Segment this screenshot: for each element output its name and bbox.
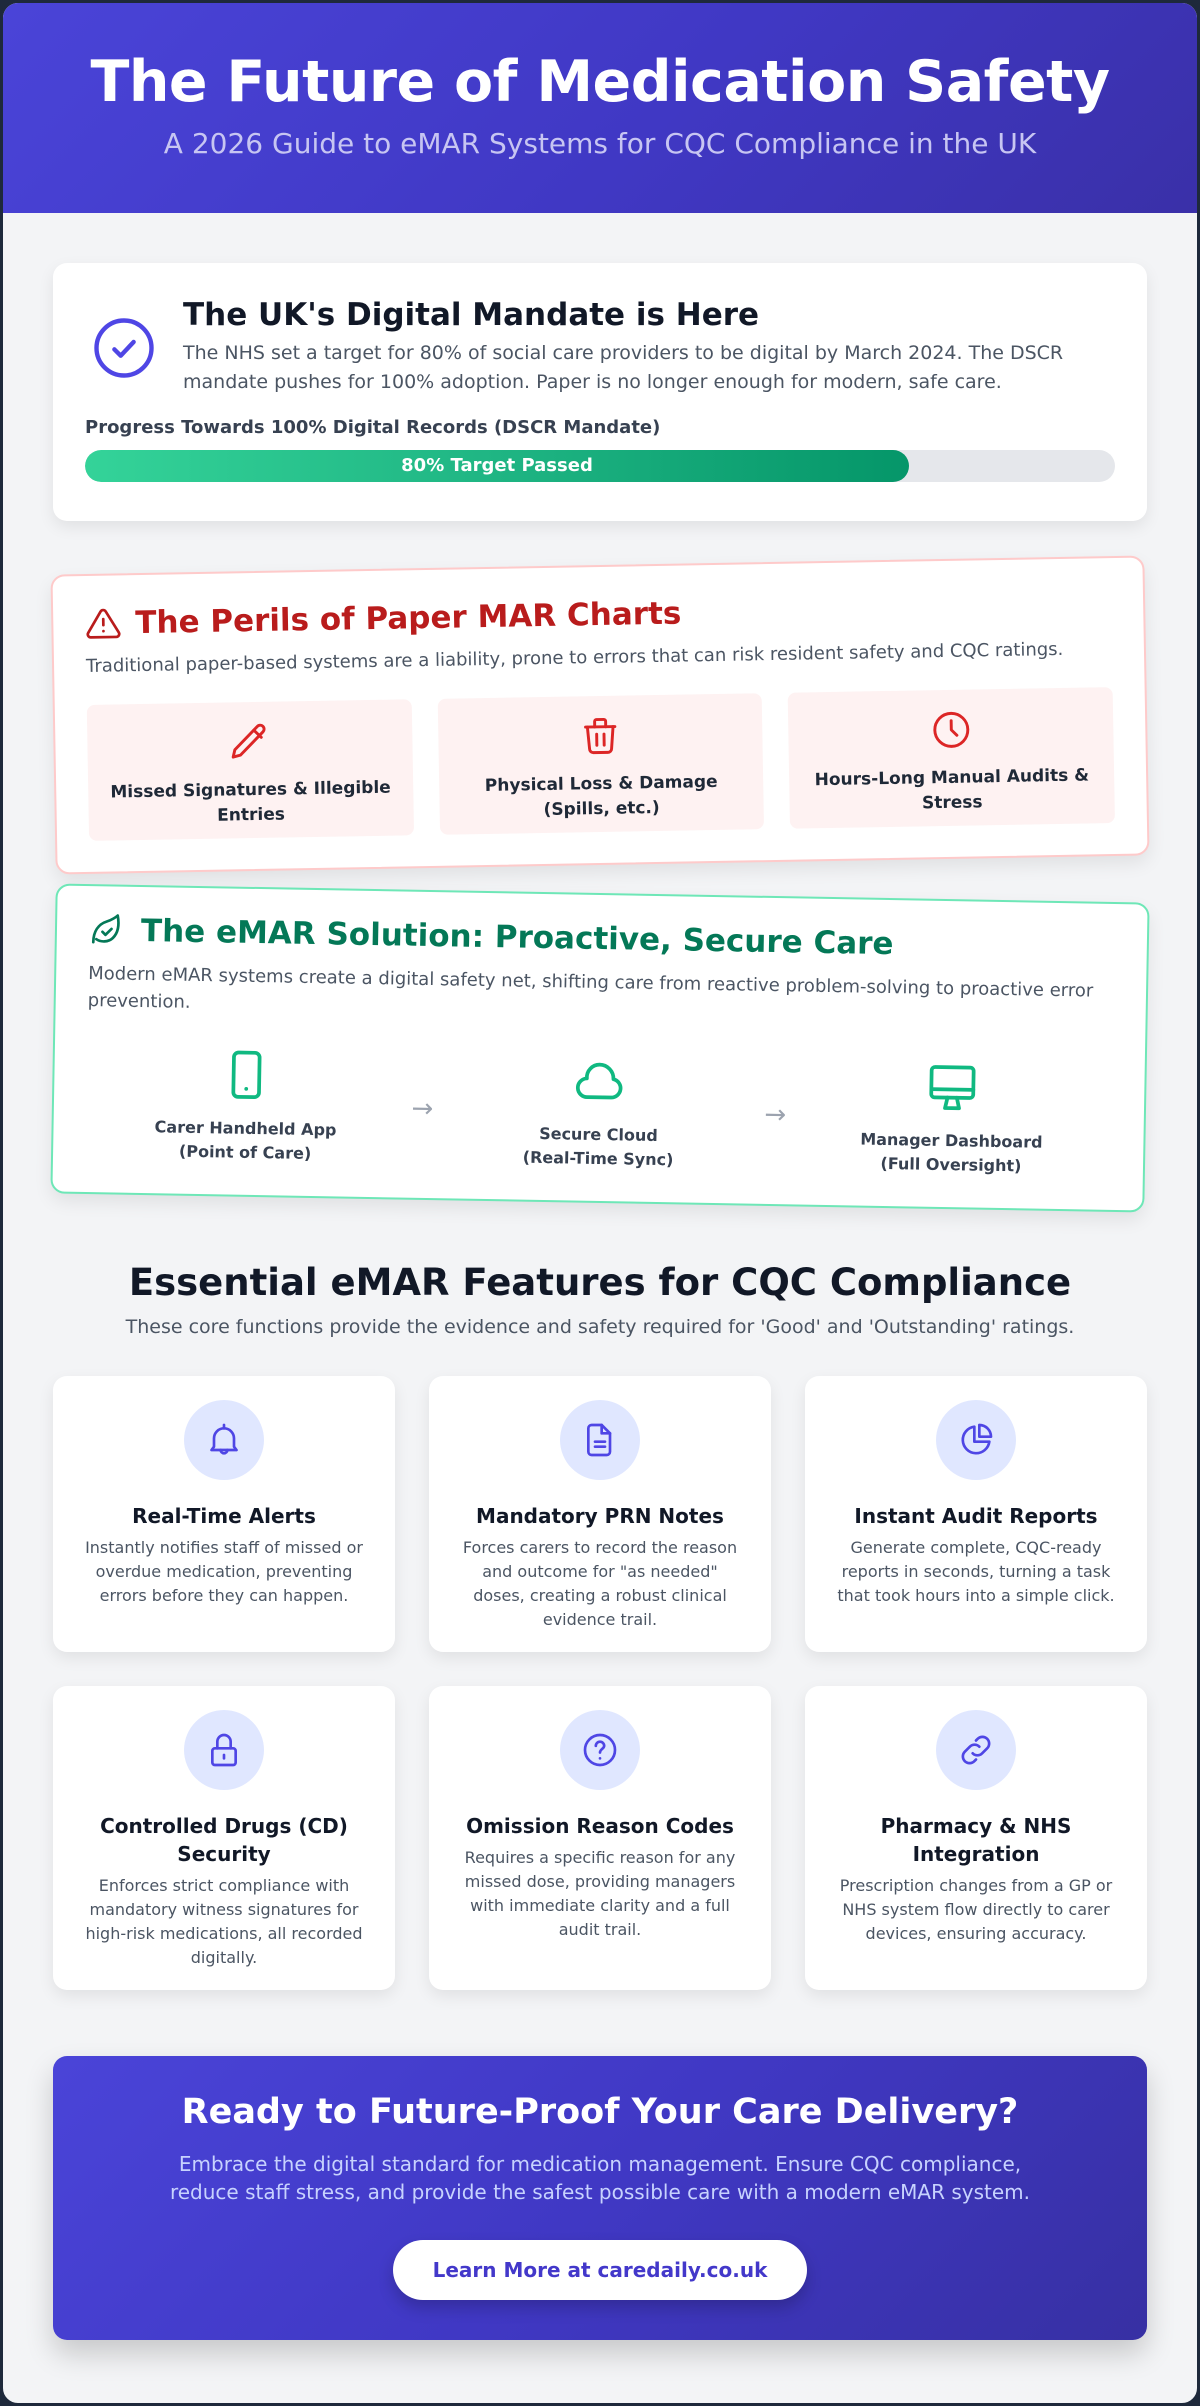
link-icon (961, 1735, 991, 1765)
flow-step-title: Carer Handheld App (154, 1117, 337, 1140)
main-content: The UK's Digital Mandate is Here The NHS… (3, 213, 1197, 2340)
feature-description: Forces carers to record the reason and o… (462, 1538, 738, 1629)
peril-label: Hours-Long Manual Audits & Stress (814, 765, 1090, 814)
feature-description: Generate complete, CQC-ready reports in … (837, 1538, 1115, 1605)
flow-step-carer-app: Carer Handheld App (Point of Care) (115, 1045, 377, 1168)
data-flow-diagram: Carer Handheld App (Point of Care) → Sec… (85, 1044, 1113, 1180)
feature-description: Prescription changes from a GP or NHS sy… (839, 1876, 1113, 1943)
arrow-right-icon: → (411, 1093, 434, 1125)
peril-item: Hours-Long Manual Audits & Stress (787, 687, 1115, 829)
flow-step-secure-cloud: Secure Cloud (Real-Time Sync) (468, 1051, 730, 1174)
page-subtitle: A 2026 Guide to eMAR Systems for CQC Com… (163, 127, 1037, 160)
peril-label: Missed Signatures & Illegible Entries (110, 777, 391, 826)
lock-icon (211, 1733, 237, 1767)
learn-more-button[interactable]: Learn More at caredaily.co.uk (392, 2240, 808, 2300)
feature-card: Omission Reason Codes Requires a specifi… (429, 1686, 771, 1990)
perils-description: Traditional paper-based systems are a li… (85, 638, 1064, 677)
peril-label: Physical Loss & Damage (Spills, etc.) (484, 771, 718, 820)
paper-perils-card: The Perils of Paper MAR Charts Tradition… (50, 555, 1150, 875)
page-title: The Future of Medication Safety (90, 49, 1110, 115)
feature-card: Pharmacy & NHS Integration Prescription … (805, 1686, 1147, 1990)
mobile-device-icon (231, 1050, 262, 1100)
feature-description: Enforces strict compliance with mandator… (85, 1876, 363, 1967)
features-grid: Real-Time Alerts Instantly notifies staf… (53, 1376, 1147, 1990)
mandate-title: The UK's Digital Mandate is Here (183, 297, 760, 333)
cta-title: Ready to Future-Proof Your Care Delivery… (181, 2092, 1019, 2132)
flow-step-subtitle: (Point of Care) (178, 1141, 312, 1163)
perils-title: The Perils of Paper MAR Charts (135, 595, 682, 642)
feature-description: Instantly notifies staff of missed or ov… (85, 1538, 363, 1605)
arrow-right-icon: → (764, 1099, 787, 1131)
feature-card: Controlled Drugs (CD) Security Enforces … (53, 1686, 395, 1990)
progress-fill: 80% Target Passed (85, 450, 909, 482)
feature-title: Omission Reason Codes (466, 1814, 734, 1838)
desktop-monitor-icon (929, 1065, 976, 1111)
clock-icon (933, 711, 969, 748)
flow-step-subtitle: (Full Oversight) (880, 1153, 1022, 1176)
pie-chart-icon (961, 1423, 993, 1455)
solution-title: The eMAR Solution: Proactive, Secure Car… (140, 912, 894, 963)
peril-item: Physical Loss & Damage (Spills, etc.) (437, 693, 765, 835)
flow-step-subtitle: (Real-Time Sync) (522, 1147, 674, 1170)
question-circle-icon (583, 1733, 617, 1767)
progress-label: Progress Towards 100% Digital Records (D… (85, 417, 661, 438)
shield-check-icon (91, 914, 120, 944)
hero-banner: The Future of Medication Safety A 2026 G… (3, 3, 1197, 213)
cta-banner: Ready to Future-Proof Your Care Delivery… (53, 2056, 1147, 2340)
check-circle-icon (94, 318, 154, 378)
peril-item: Missed Signatures & Illegible Entries (86, 699, 414, 841)
digital-mandate-card: The UK's Digital Mandate is Here The NHS… (53, 263, 1147, 521)
progress-bar: 80% Target Passed (85, 450, 1115, 482)
cta-description: Embrace the digital standard for medicat… (169, 2152, 1031, 2204)
cloud-icon (575, 1062, 623, 1100)
solution-description: Modern eMAR systems create a digital saf… (87, 963, 1094, 1013)
feature-card: Real-Time Alerts Instantly notifies staf… (53, 1376, 395, 1652)
feature-title: Pharmacy & NHS Integration (880, 1814, 1072, 1866)
features-title: Essential eMAR Features for CQC Complian… (128, 1261, 1072, 1304)
trash-icon (584, 717, 617, 755)
features-subtitle: These core functions provide the evidenc… (125, 1316, 1075, 1338)
feature-description: Requires a specific reason for any misse… (464, 1848, 736, 1939)
feature-title: Real-Time Alerts (132, 1504, 316, 1528)
bell-icon (210, 1423, 238, 1455)
flow-step-manager-dashboard: Manager Dashboard (Full Oversight) (821, 1057, 1083, 1180)
feature-card: Mandatory PRN Notes Forces carers to rec… (429, 1376, 771, 1652)
flow-step-title: Manager Dashboard (860, 1129, 1043, 1152)
warning-triangle-icon (86, 608, 121, 639)
feature-card: Instant Audit Reports Generate complete,… (805, 1376, 1147, 1652)
feature-title: Controlled Drugs (CD) Security (100, 1814, 348, 1866)
document-icon (587, 1423, 612, 1457)
pencil-icon (232, 723, 266, 759)
features-header: Essential eMAR Features for CQC Complian… (53, 1261, 1147, 1338)
perils-list: Missed Signatures & Illegible Entries Ph… (86, 687, 1115, 841)
emar-solution-card: The eMAR Solution: Proactive, Secure Car… (50, 883, 1150, 1213)
feature-title: Instant Audit Reports (854, 1504, 1098, 1528)
feature-title: Mandatory PRN Notes (476, 1504, 724, 1528)
mandate-description: The NHS set a target for 80% of social c… (183, 342, 1064, 393)
